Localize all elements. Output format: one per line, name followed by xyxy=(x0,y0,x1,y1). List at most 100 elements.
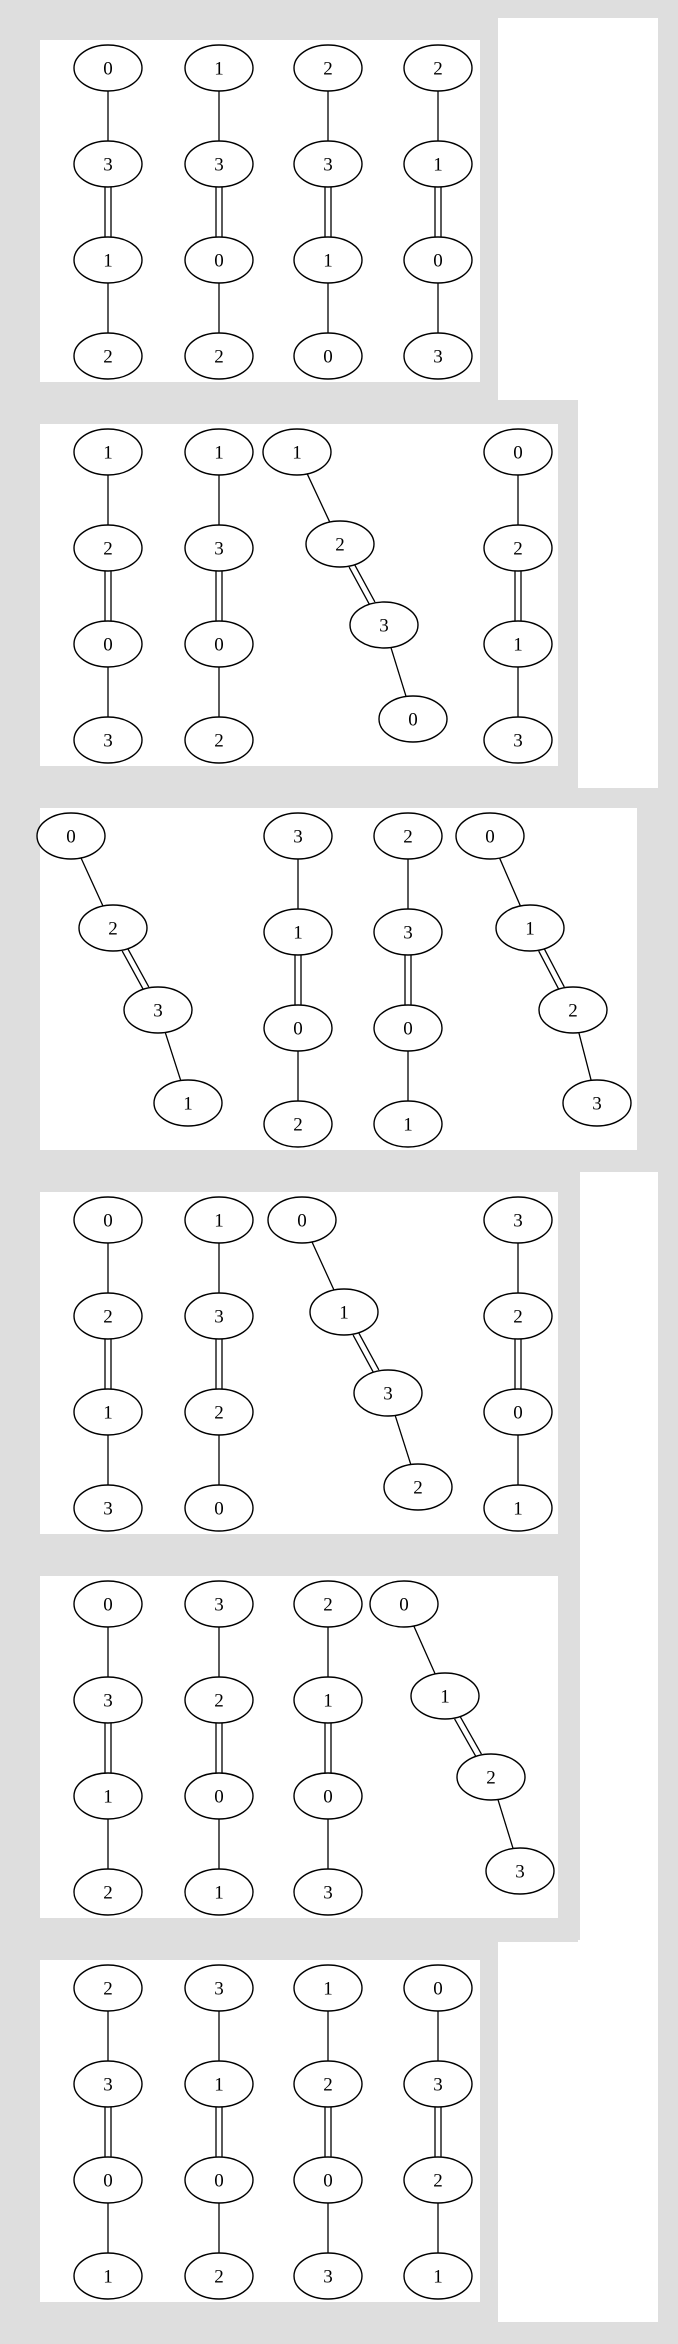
node-ellipse xyxy=(184,2252,254,2300)
node-ellipse xyxy=(36,812,106,860)
node-label: 2 xyxy=(433,59,443,80)
node-ellipse xyxy=(184,1292,254,1340)
graph-node: 2 xyxy=(73,1868,143,1916)
graph-node: 2 xyxy=(305,520,375,568)
graph-node: 0 xyxy=(373,1004,443,1052)
graph-node: 0 xyxy=(184,620,254,668)
graph-node: 1 xyxy=(73,1388,143,1436)
graph-node: 1 xyxy=(403,2252,473,2300)
double-bond-edge xyxy=(126,947,150,988)
node-label: 3 xyxy=(383,1384,393,1405)
node-ellipse xyxy=(293,1580,363,1628)
node-label: 2 xyxy=(103,539,113,560)
node-ellipse xyxy=(403,1964,473,2012)
graph-node: 1 xyxy=(184,44,254,92)
graph-node: 3 xyxy=(562,1079,632,1127)
graph-node: 3 xyxy=(73,716,143,764)
node-ellipse xyxy=(73,2060,143,2108)
node-ellipse xyxy=(403,2156,473,2204)
graph-node: 1 xyxy=(483,620,553,668)
graph-node: 1 xyxy=(373,1100,443,1148)
single-bond-edge xyxy=(394,1415,412,1465)
node-label: 2 xyxy=(433,2171,443,2192)
node-ellipse xyxy=(73,1484,143,1532)
graph-node: 1 xyxy=(483,1484,553,1532)
node-ellipse xyxy=(293,1964,363,2012)
node-label: 1 xyxy=(103,2267,113,2288)
node-ellipse xyxy=(184,524,254,572)
node-label: 3 xyxy=(214,1979,224,2000)
node-label: 3 xyxy=(323,1883,333,1904)
node-ellipse xyxy=(373,1004,443,1052)
node-label: 0 xyxy=(103,1595,113,1616)
node-ellipse xyxy=(353,1369,423,1417)
node-label: 3 xyxy=(323,2267,333,2288)
node-label: 3 xyxy=(592,1094,602,1115)
node-ellipse xyxy=(73,1964,143,2012)
graph-node: 0 xyxy=(73,620,143,668)
node-label: 2 xyxy=(403,827,413,848)
graph-node: 2 xyxy=(456,1753,526,1801)
graph-node: 3 xyxy=(293,140,363,188)
node-label: 0 xyxy=(214,251,224,272)
frame-middle-right xyxy=(580,1172,658,1942)
graph-node: 3 xyxy=(263,812,333,860)
single-bond-edge xyxy=(498,857,522,907)
node-ellipse xyxy=(485,1847,555,1895)
graph-node: 1 xyxy=(184,428,254,476)
node-ellipse xyxy=(483,1196,553,1244)
node-label: 2 xyxy=(214,1403,224,1424)
node-label: 0 xyxy=(214,1499,224,1520)
graph-node: 3 xyxy=(184,140,254,188)
graph-node: 0 xyxy=(455,812,525,860)
node-ellipse xyxy=(73,332,143,380)
graph-node: 0 xyxy=(483,428,553,476)
graph-node: 0 xyxy=(369,1580,439,1628)
node-ellipse xyxy=(293,2060,363,2108)
node-ellipse xyxy=(184,1964,254,2012)
node-ellipse xyxy=(184,2060,254,2108)
node-ellipse xyxy=(309,1288,379,1336)
node-label: 2 xyxy=(214,1691,224,1712)
node-ellipse xyxy=(456,1753,526,1801)
node-ellipse xyxy=(373,812,443,860)
node-label: 3 xyxy=(103,731,113,752)
node-ellipse xyxy=(184,1868,254,1916)
graph-node: 1 xyxy=(293,1676,363,1724)
graph-node: 1 xyxy=(410,1672,480,1720)
graph-node: 3 xyxy=(293,2252,363,2300)
panel-background xyxy=(40,1960,480,2302)
node-ellipse xyxy=(73,1676,143,1724)
node-label: 0 xyxy=(433,1979,443,2000)
graph-node: 1 xyxy=(293,236,363,284)
node-label: 0 xyxy=(103,635,113,656)
node-ellipse xyxy=(184,2156,254,2204)
node-label: 2 xyxy=(513,539,523,560)
graph-node: 1 xyxy=(184,1196,254,1244)
node-label: 1 xyxy=(214,1211,224,1232)
graph-node: 0 xyxy=(378,695,448,743)
node-label: 0 xyxy=(513,1403,523,1424)
node-label: 1 xyxy=(525,919,535,940)
double-bond-edge xyxy=(352,1334,375,1374)
node-label: 0 xyxy=(103,2171,113,2192)
node-label: 3 xyxy=(103,155,113,176)
graph-node: 3 xyxy=(184,1964,254,2012)
graph-node: 0 xyxy=(293,2156,363,2204)
node-label: 1 xyxy=(323,251,333,272)
node-label: 3 xyxy=(153,1001,163,1022)
graph-node: 3 xyxy=(403,332,473,380)
graph-node: 3 xyxy=(73,1484,143,1532)
